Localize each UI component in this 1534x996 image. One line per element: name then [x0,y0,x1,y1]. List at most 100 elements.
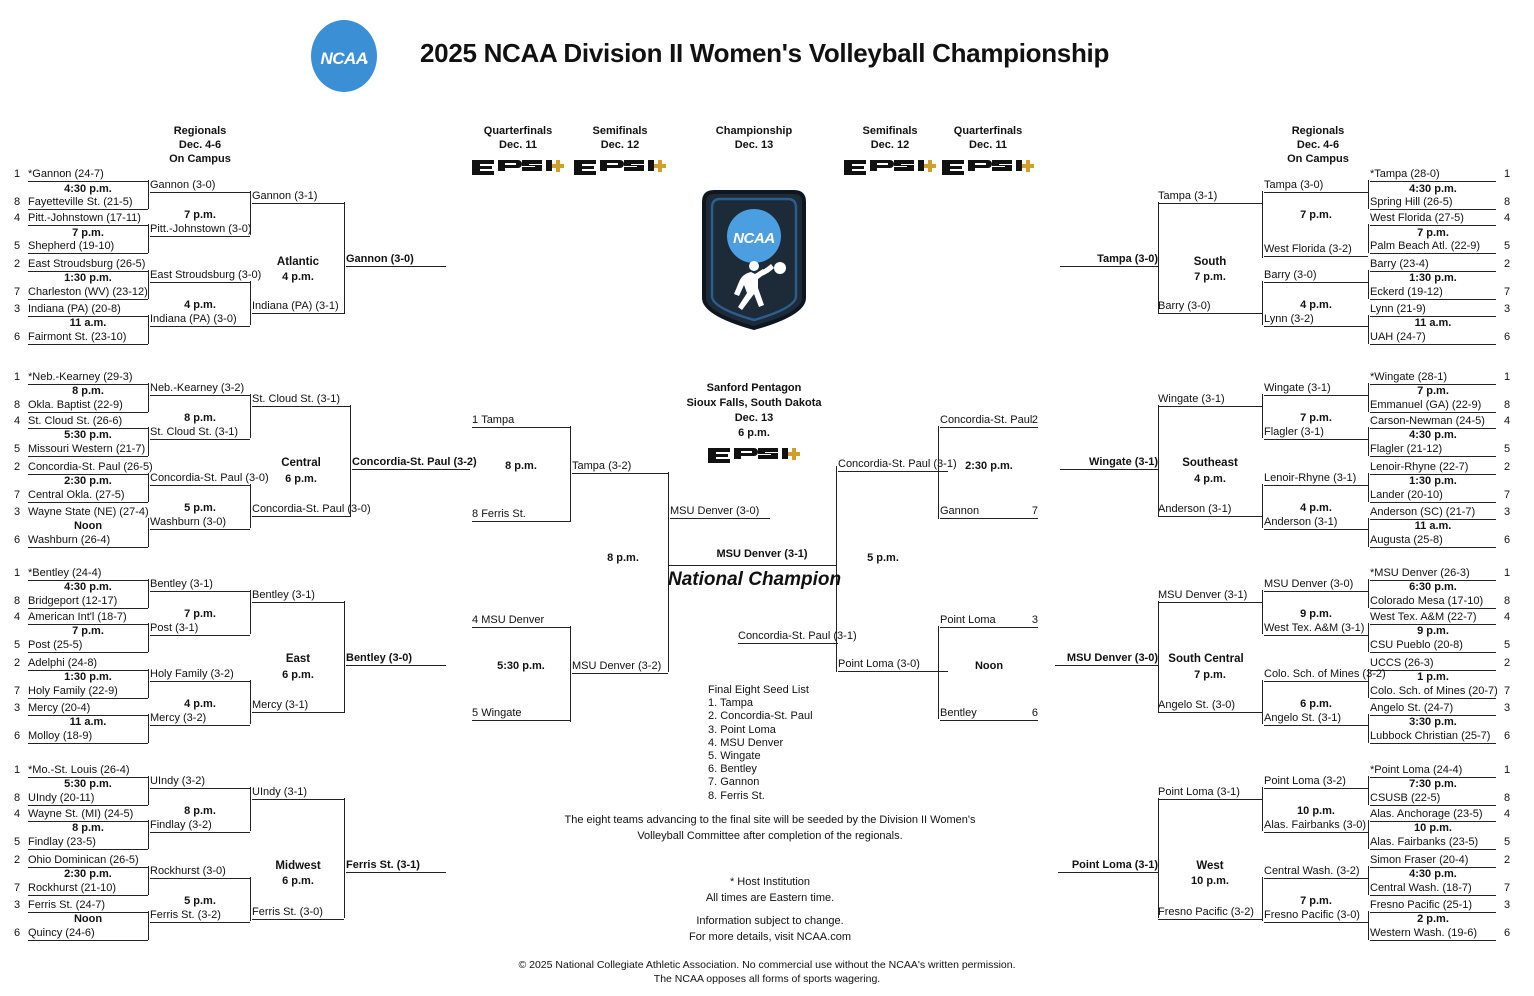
team-entry: Central Wash. (3-2) [1264,865,1368,879]
seed-list-item: 6. Bentley [708,763,757,776]
svg-text:NCAA: NCAA [320,49,367,68]
team-entry: Simon Fraser (20-4) [1370,854,1496,868]
match-time: 4:30 p.m. [1409,868,1457,880]
region-final-time: 7 p.m. [1194,669,1226,681]
team-entry: West Tex. A&M (22-7) [1370,611,1496,625]
match-time: 6:30 p.m. [1409,581,1457,593]
ncaa-volleyball-logo: NCAA [694,186,814,339]
team-entry: Western Wash. (19-6) [1370,927,1496,941]
svg-text:NCAA: NCAA [733,230,775,247]
team-entry: Missouri Western (21-7) [28,443,148,457]
subject-to-change-note: Information subject to change. [696,915,844,927]
team-entry: *Wingate (28-1) [1370,371,1496,385]
seed-number: 2 [14,461,21,473]
semifinals-right-heading: Semifinals Dec. 12 [832,124,948,182]
match-time: 9 p.m. [1417,625,1449,637]
bracket-connector [1368,518,1369,547]
times-note: All times are Eastern time. [705,892,835,904]
region-winner: Tampa (3-0) [1060,253,1158,267]
semifinals-left-heading: Semifinals Dec. 12 [562,124,678,182]
bracket-connector [148,224,149,253]
seed-number: 6 [1504,927,1511,939]
seed-list-item: 7. Gannon [708,776,760,789]
team-entry: Fresno Pacific (3-0) [1264,909,1368,923]
team-entry: Bentley (3-1) [150,578,250,592]
team-name: Ferris St. [481,508,526,520]
seed-number: 2 [14,657,21,669]
bracket-connector [148,714,149,743]
team-entry: Tampa (3-0) [1264,179,1368,193]
bracket-connector [668,472,669,672]
match-time: 5:30 p.m. [64,429,112,441]
match-time: 4:30 p.m. [1409,183,1457,195]
regionals-right-heading: Regionals Dec. 4-6 On Campus [1287,125,1349,165]
bracket-connector [836,466,837,672]
seed-number: 6 [1504,534,1511,546]
region-winner: Wingate (3-1) [1060,456,1158,470]
team-entry: Lubbock Christian (25-7) [1370,730,1496,744]
seed-number: 7 [14,685,21,697]
qf-team-bottom: 5 Wingate [472,707,570,721]
seed-list-item: 4. MSU Denver [708,736,784,749]
espn-plus-logo [832,156,948,182]
more-details-note[interactable]: For more details, visit NCAA.com [689,931,851,943]
seed-number: 6 [14,730,21,742]
bracket-connector [1368,866,1369,895]
seed-number: 2 [1504,258,1511,270]
region-winner: Concordia-St. Paul (3-2) [352,456,477,470]
seed-number: 4 [1504,415,1511,427]
seed-number: 4 [14,415,21,427]
regionals-left-heading: Regionals Dec. 4-6 On Campus [169,125,231,165]
bracket-connector [1262,590,1263,634]
team-entry: Okla. Baptist (22-9) [28,399,148,413]
championship-runner-up: Concordia-St. Paul (3-1) [738,630,857,644]
match-time: 1:30 p.m. [1409,272,1457,284]
match-time: 1:30 p.m. [64,272,112,284]
qf-winner: MSU Denver (3-2) [572,660,668,674]
qf-team-bottom: 8 Ferris St. [472,508,570,522]
team-entry: Concordia-St. Paul (3-0) [150,472,269,486]
match-time: Noon [73,520,103,532]
bracket-connector [1368,911,1369,940]
team-entry: UIndy (20-11) [28,792,148,806]
team-entry: Barry (23-4) [1370,258,1496,272]
seed-number: 3 [1504,506,1511,518]
match-time: 1:30 p.m. [1409,475,1457,487]
match-time: 11 a.m. [69,716,107,728]
seed-number: 6 [14,331,21,343]
team-entry: Central Wash. (18-7) [1370,882,1496,896]
match-time: 7 p.m. [184,209,216,221]
region-final-time: 7 p.m. [1194,271,1226,283]
match-time: 4:30 p.m. [1409,429,1457,441]
team-entry: MSU Denver (3-0) [1264,578,1368,592]
host-institution-note: * Host Institution [729,876,811,888]
final-site-info: Sanford Pentagon Sioux Falls, South Dako… [656,381,852,471]
espn-plus-logo [930,156,1046,182]
team-entry: *Gannon (24-7) [28,168,148,182]
team-entry: Gannon (3-1) [252,190,344,204]
team-entry: Post (25-5) [28,639,148,653]
match-time: 11 a.m. [1414,520,1452,532]
bracket-connector [1368,820,1369,849]
team-entry: Anderson (3-1) [1158,503,1262,517]
match-time: 10 p.m. [1297,805,1335,817]
team-entry: Wingate (3-1) [1158,393,1262,407]
bracket-connector [1262,680,1263,724]
team-entry: Rockhurst (3-0) [150,865,250,879]
seed-number: 2 [1504,461,1511,473]
ncaa-logo: NCAA [306,18,382,94]
team-entry: Tampa (3-1) [1158,190,1262,204]
seed-number: 3 [1504,702,1511,714]
seed-number: 8 [14,595,21,607]
bracket-connector [250,281,251,325]
team-entry: Emmanuel (GA) (22-9) [1370,399,1496,413]
semifinal-right-winner: Concordia-St. Paul (3-1) [838,458,957,472]
semifinal-right-time: 5 p.m. [867,552,899,564]
team-entry: *Bentley (24-4) [28,567,148,581]
qf-winner: Tampa (3-2) [572,460,668,474]
team-entry: Adelphi (24-8) [28,657,148,671]
team-entry: Colo. Sch. of Mines (20-7) [1370,685,1498,699]
team-entry: Gannon (3-0) [150,179,250,193]
bracket-connector [1368,579,1369,608]
match-time: 4 p.m. [184,299,216,311]
